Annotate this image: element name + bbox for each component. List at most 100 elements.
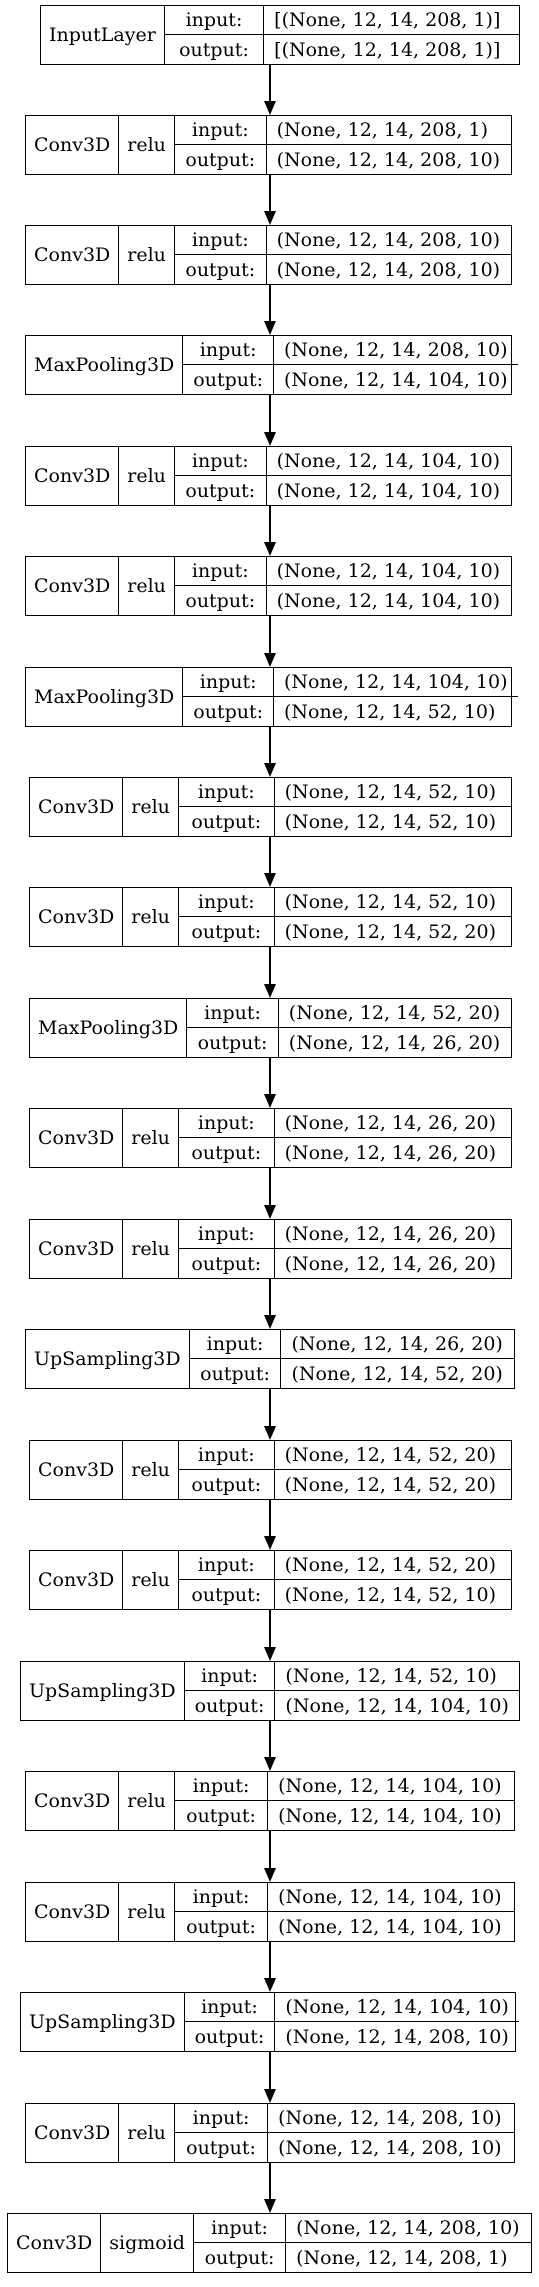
layer-type: MaxPooling3D [30, 999, 188, 1057]
input-label: input: [178, 1441, 275, 1470]
connector-line [269, 727, 271, 764]
output-label: output: [179, 1249, 275, 1278]
connector-line [269, 1942, 271, 1979]
arrow-head-icon [264, 1868, 276, 1882]
connector-line [269, 1058, 271, 1095]
layer-activation: relu [123, 1109, 179, 1167]
input-label: input: [174, 2104, 269, 2133]
input-label: input: [174, 557, 267, 586]
input-label: input: [178, 1551, 275, 1580]
output-shape: (None, 12, 14, 52, 10) [284, 810, 497, 833]
input-label: input: [178, 1220, 275, 1249]
connector-line [269, 1831, 271, 1869]
input-label: input: [183, 336, 275, 365]
input-shape: (None, 12, 14, 208, 1) [266, 116, 511, 145]
input-shape: (None, 12, 14, 208, 10) [274, 336, 518, 365]
output-shape: (None, 12, 14, 208, 10) [278, 2136, 502, 2159]
layer-type: Conv3D [30, 1441, 124, 1499]
output-shape: (None, 12, 14, 104, 10) [276, 479, 501, 502]
connector-line [269, 1389, 271, 1427]
output-shape: (None, 12, 14, 26, 20) [288, 1031, 501, 1054]
output-shape: (None, 12, 14, 208, 10) [285, 2025, 509, 2048]
input-label: input: [174, 116, 267, 145]
connector-line [269, 1279, 271, 1316]
input-shape: (None, 12, 14, 104, 10) [266, 557, 511, 586]
input-shape: (None, 12, 14, 52, 20) [278, 999, 511, 1028]
connector-line [269, 395, 271, 433]
input-label: input: [187, 999, 279, 1028]
arrow-head-icon [264, 1978, 276, 1992]
shape-table: input:(None, 12, 14, 26, 20)output:(None… [178, 1109, 511, 1167]
connector-line [269, 2163, 271, 2200]
layer-activation: relu [119, 1883, 175, 1941]
layer-activation: relu [123, 1551, 179, 1609]
output-shape: (None, 12, 14, 52, 10) [284, 700, 496, 723]
input-shape: (None, 12, 14, 208, 10) [286, 2214, 531, 2243]
connector-line [269, 285, 271, 322]
connector-line [269, 1610, 271, 1648]
output-label: output: [185, 2022, 276, 2051]
output-label: output: [183, 697, 275, 726]
layer-type: Conv3D [30, 778, 124, 836]
arrow-head-icon [264, 763, 276, 777]
input-label: input: [193, 2214, 287, 2243]
arrow-head-icon [264, 2089, 276, 2103]
layer-activation: relu [119, 2104, 175, 2162]
input-shape: (None, 12, 14, 104, 10) [274, 668, 518, 697]
shape-table: input:(None, 12, 14, 26, 20)output:(None… [178, 1220, 511, 1278]
layer-activation: relu [123, 778, 179, 836]
layer-type: Conv3D [26, 116, 120, 174]
connector-line [269, 1500, 271, 1537]
layer-activation: relu [123, 1220, 179, 1278]
output-label: output: [179, 1470, 275, 1499]
arrow-head-icon [264, 1094, 276, 1108]
layer-activation: relu [119, 116, 175, 174]
shape-table: input:(None, 12, 14, 52, 10)output:(None… [184, 1662, 519, 1720]
connector-line [269, 616, 271, 654]
layer-activation: relu [119, 1772, 175, 1830]
layer-type: Conv3D [8, 2214, 102, 2272]
output-shape: (None, 12, 14, 104, 10) [278, 1804, 502, 1827]
input-shape: (None, 12, 14, 52, 20) [274, 1441, 511, 1470]
shape-table: input:(None, 12, 14, 104, 10)output:(Non… [174, 447, 511, 505]
layer-type: Conv3D [26, 2104, 120, 2162]
layer-type: InputLayer [41, 6, 165, 64]
output-label: output: [175, 2133, 269, 2162]
input-label: input: [189, 1330, 282, 1359]
output-shape: (None, 12, 14, 26, 20) [284, 1141, 497, 1164]
shape-table: input:[(None, 12, 14, 208, 1)]output:[(N… [164, 6, 519, 64]
layer-type: UpSampling3D [26, 1330, 190, 1388]
arrow-head-icon [264, 101, 276, 115]
layer-type: Conv3D [26, 557, 120, 615]
arrow-head-icon [264, 653, 276, 667]
shape-table: input:(None, 12, 14, 208, 10)output:(Non… [174, 2104, 514, 2162]
input-shape: (None, 12, 14, 26, 20) [274, 1109, 511, 1138]
output-label: output: [183, 365, 275, 394]
arrow-head-icon [264, 1536, 276, 1550]
input-label: input: [174, 226, 267, 255]
arrow-head-icon [264, 432, 276, 446]
input-shape: (None, 12, 14, 52, 10) [275, 1662, 519, 1691]
output-shape: (None, 12, 14, 208, 1) [296, 2246, 508, 2269]
arrow-head-icon [264, 984, 276, 998]
output-label: output: [190, 1359, 282, 1388]
output-label: output: [194, 2243, 287, 2272]
output-shape: (None, 12, 14, 52, 10) [284, 1583, 497, 1606]
input-label: input: [183, 668, 275, 697]
shape-table: input:(None, 12, 14, 52, 10)output:(None… [178, 778, 511, 836]
input-shape: (None, 12, 14, 208, 10) [266, 226, 511, 255]
input-label: input: [178, 1109, 275, 1138]
shape-table: input:(None, 12, 14, 208, 10)output:(Non… [174, 226, 511, 284]
shape-table: input:(None, 12, 14, 104, 10)output:(Non… [174, 1772, 514, 1830]
input-shape: (None, 12, 14, 52, 20) [274, 1551, 511, 1580]
connector-line [269, 1721, 271, 1758]
shape-table: input:(None, 12, 14, 104, 10)output:(Non… [174, 1883, 514, 1941]
